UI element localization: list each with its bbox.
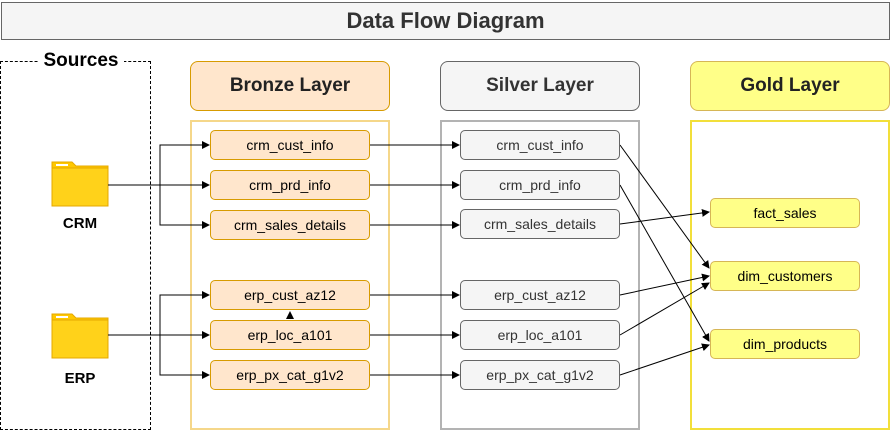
silver-table-node: crm_cust_info (460, 130, 620, 160)
source-erp-label: ERP (64, 370, 96, 387)
diagram-title: Data Flow Diagram (1, 2, 890, 40)
bronze-table-node: crm_cust_info (210, 130, 370, 160)
bronze-table-node: crm_prd_info (210, 170, 370, 200)
silver-table-node: erp_cust_az12 (460, 280, 620, 310)
folder-icon (51, 313, 109, 359)
gold-layer-header: Gold Layer (690, 61, 890, 111)
bronze-table-node: erp_px_cat_g1v2 (210, 360, 370, 390)
silver-table-node: crm_prd_info (460, 170, 620, 200)
silver-layer-header: Silver Layer (440, 61, 640, 111)
bronze-layer-header: Bronze Layer (190, 61, 390, 111)
source-crm-label: CRM (62, 215, 98, 232)
sources-label: Sources (38, 50, 124, 72)
silver-table-node: erp_loc_a101 (460, 320, 620, 350)
bronze-table-node: erp_loc_a101 (210, 320, 370, 350)
folder-icon (51, 161, 109, 207)
bronze-table-node: crm_sales_details (210, 210, 370, 240)
bronze-layer-container (190, 120, 390, 430)
gold-table-node: dim_customers (710, 261, 860, 291)
silver-table-node: crm_sales_details (460, 209, 620, 239)
gold-table-node: fact_sales (710, 198, 860, 228)
gold-layer-container (690, 120, 890, 430)
silver-layer-container (440, 120, 640, 430)
gold-table-node: dim_products (710, 329, 860, 359)
bronze-table-node: erp_cust_az12 (210, 280, 370, 310)
silver-table-node: erp_px_cat_g1v2 (460, 360, 620, 390)
